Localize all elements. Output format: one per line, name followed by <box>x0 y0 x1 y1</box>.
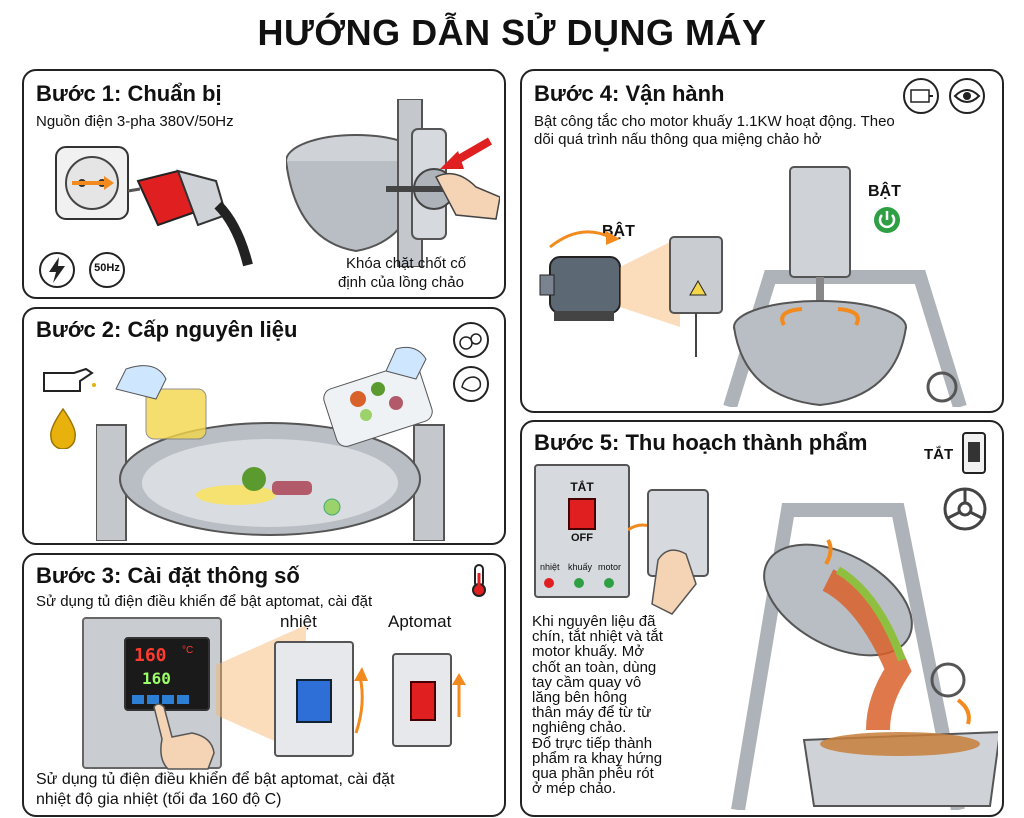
indicator-label-nhiet: nhiệt <box>540 562 560 572</box>
lightning-icon <box>38 251 76 289</box>
up-arrow-icon <box>354 667 370 737</box>
freq-badge-label: 50Hz <box>94 262 120 274</box>
cabinet-off-label: TẮT <box>570 480 594 494</box>
step5-text-line: thân máy để từ từ <box>532 704 652 722</box>
page-title: HƯỚNG DẪN SỬ DỤNG MÁY <box>257 12 767 53</box>
tipping-pan-illustration <box>628 470 998 810</box>
eye-icon <box>948 77 986 115</box>
step5-text-line: nghiêng chảo. <box>532 719 627 737</box>
step5-text-line: phẩm ra khay hứng <box>532 749 663 767</box>
controller-button[interactable] <box>147 695 159 704</box>
step5-text-line: ở mép chảo. <box>532 780 617 798</box>
motor-machine-illustration <box>530 157 996 407</box>
power-icon[interactable] <box>872 205 902 235</box>
step3-top-text: Sử dụng tủ điện điều khiển để bật aptoma… <box>36 593 373 610</box>
step5-panel: Bước 5: Thu hoạch thành phẩm TẮT TẮT OFF… <box>520 420 1004 817</box>
socket-icon <box>52 143 242 283</box>
step3-title: Bước 3: Cài đặt thông số <box>36 563 300 588</box>
heat-switch[interactable] <box>274 641 354 757</box>
step1-lock-caption-2: định của lồng chảo <box>338 274 464 291</box>
step1-panel: Bước 1: Chuẩn bị Nguồn điện 3-pha 380V/5… <box>22 69 506 299</box>
arrow-icon <box>438 135 494 175</box>
step5-text-line: chốt an toàn, dùng <box>532 658 657 676</box>
meat-icon <box>452 365 490 403</box>
step5-text-line: motor khuấy. Mở <box>532 643 645 661</box>
label-nhiet: nhiệt <box>280 612 317 631</box>
step4-text-1: Bật công tắc cho motor khuấy 1.1KW hoạt … <box>534 113 895 130</box>
steering-wheel-icon <box>942 486 988 532</box>
oil-can-icon <box>38 365 96 395</box>
indicator-light <box>604 578 614 588</box>
controller-button[interactable] <box>177 695 189 704</box>
step2-panel: Bước 2: Cấp nguyên liệu <box>22 307 506 545</box>
step5-text-block: Khi nguyên liệu đã chín, tắt nhiệt và tắ… <box>532 613 663 798</box>
step1-lock-caption-1: Khóa chặt chốt cố <box>346 255 467 272</box>
step4-text-2: dõi quá trình nấu thông qua miệng chảo h… <box>534 131 822 148</box>
step2-title: Bước 2: Cấp nguyên liệu <box>36 317 298 342</box>
step1-title: Bước 1: Chuẩn bị <box>36 81 222 106</box>
frequency-icon: 50Hz <box>88 251 126 289</box>
display-top-value: 160 <box>134 645 167 666</box>
aptomat-switch-rocker[interactable] <box>410 681 436 721</box>
step1-power-text: Nguồn điện 3-pha 380V/50Hz <box>36 113 234 130</box>
lock-pin-illustration <box>286 99 500 267</box>
step4-label-on-right: BẬT <box>868 183 901 200</box>
heat-switch-rocker[interactable] <box>296 679 332 723</box>
indicator-label-khuay: khuấy <box>568 562 593 572</box>
oil-drop-icon <box>48 407 78 449</box>
step3-bottom-text-2: nhiệt độ gia nhiệt (tối đa 160 độ C) <box>36 791 282 808</box>
controller-buttons <box>132 691 200 704</box>
step5-label-off: TẮT <box>924 446 954 463</box>
step5-text-line: lăng bên hông <box>532 689 628 707</box>
vegetables-icon <box>452 321 490 359</box>
step5-text-line: chín, tắt nhiệt và tắt <box>532 628 663 646</box>
step4-title: Bước 4: Vận hành <box>534 81 725 106</box>
step5-text-line: Khi nguyên liệu đã <box>532 613 656 630</box>
step3-bottom-text-1: Sử dụng tủ điện điều khiển để bật aptoma… <box>36 771 395 788</box>
controller-button[interactable] <box>132 695 144 704</box>
thermometer-icon <box>466 563 492 597</box>
step5-text-line: tay cầm quay vô <box>532 673 642 691</box>
motor-icon <box>902 77 940 115</box>
off-switch-label: OFF <box>571 532 593 544</box>
step3-panel: Bước 3: Cài đặt thông số Sử dụng tủ điện… <box>22 553 506 817</box>
pointing-hand <box>153 703 215 770</box>
aptomat-switch[interactable] <box>392 653 452 747</box>
plug-icon <box>118 151 288 281</box>
switch-icon <box>962 432 986 474</box>
step5-title: Bước 5: Thu hoạch thành phẩm <box>534 430 868 455</box>
step5-text-line: qua phần phễu rót <box>532 765 654 783</box>
label-aptomat: Aptomat <box>388 612 452 631</box>
temperature-controller: 160 °C 160 <box>82 617 222 770</box>
control-cabinet: TẮT OFF nhiệt khuấy motor <box>534 464 630 598</box>
indicator-light <box>544 578 554 588</box>
controller-button[interactable] <box>162 695 174 704</box>
indicator-label-motor: motor <box>598 562 622 572</box>
pan-ingredients-illustration <box>96 329 446 541</box>
controller-screen: 160 °C 160 <box>124 637 210 711</box>
display-bottom-value: 160 <box>142 669 171 688</box>
off-switch[interactable] <box>568 498 596 530</box>
step5-text-line: Đổ trực tiếp thành <box>532 734 653 752</box>
indicator-light <box>574 578 584 588</box>
step4-panel: Bước 4: Vận hành Bật công tắc cho motor … <box>520 69 1004 413</box>
up-arrow-icon <box>452 673 466 717</box>
display-unit: °C <box>182 645 194 656</box>
